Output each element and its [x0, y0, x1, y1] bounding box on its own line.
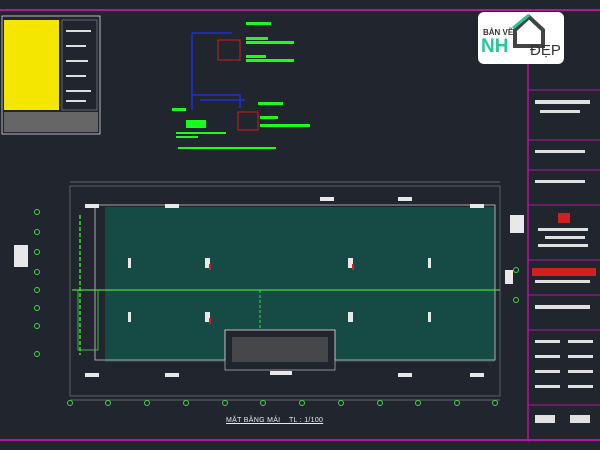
logo-line3: ĐẸP [530, 42, 561, 59]
sheet-frame [0, 9, 600, 441]
grid-axis-markers [34, 209, 519, 406]
plan-title: MẶT BẰNG MÁI _ TL : 1/100 [226, 417, 324, 424]
title-block [532, 100, 596, 423]
roof-plan [14, 181, 524, 401]
legend-table [1, 15, 101, 135]
logo-line2: NH [481, 36, 509, 57]
logo-line1: BẢN VẼ [483, 28, 514, 37]
brand-logo: BẢN VẼ NH ĐẸP [478, 12, 564, 64]
riser-diagram [172, 22, 310, 149]
house-icon [512, 14, 545, 48]
